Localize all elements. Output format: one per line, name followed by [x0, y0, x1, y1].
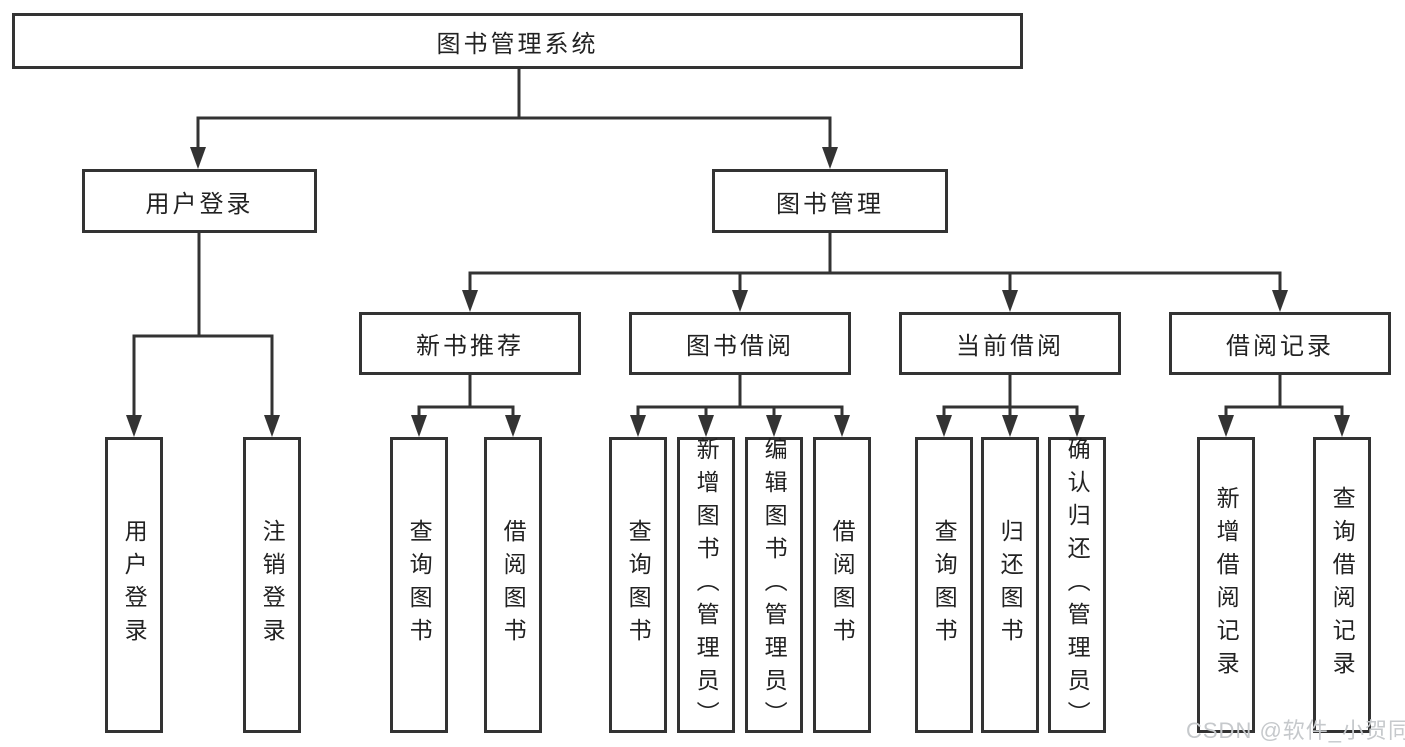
- node-current-borrow: 当前借阅: [899, 312, 1121, 375]
- leaf-edit-books-admin: 编辑图书（管理员）: [745, 436, 803, 734]
- node-user-login: 用户登录: [82, 169, 317, 233]
- node-label: 编辑图书（管理员）: [761, 436, 788, 734]
- arrowhead-icon: [1002, 415, 1018, 437]
- node-label: 图书管理: [776, 190, 884, 218]
- arrowhead-icon: [1334, 415, 1350, 437]
- arrowhead-icon: [1002, 290, 1018, 312]
- connector-line: [942, 373, 1079, 418]
- node-label: 用户登录: [145, 190, 254, 218]
- leaf-add-books-admin: 新增图书（管理员）: [677, 436, 735, 734]
- arrowhead-icon: [264, 415, 280, 437]
- node-label: 查询图书: [406, 519, 433, 651]
- arrowhead-icon: [936, 415, 952, 437]
- node-label: 注销登录: [259, 519, 286, 651]
- arrowhead-icon: [732, 290, 748, 312]
- node-root-library-management-system: 图书管理系统: [12, 13, 1023, 69]
- connector-line: [417, 373, 515, 418]
- connector-book-management-to-level3: [462, 231, 1288, 312]
- connector-new-book-recommend-to-leaves: [411, 373, 521, 437]
- arrowhead-icon: [630, 415, 646, 437]
- arrowhead-icon: [190, 147, 206, 169]
- connector-line: [636, 373, 844, 418]
- leaf-confirm-return-admin: 确认归还（管理员）: [1048, 436, 1106, 734]
- leaf-query-borrow-record: 查询借阅记录: [1313, 437, 1371, 733]
- arrowhead-icon: [1069, 415, 1085, 437]
- connector-user-login-to-leaves: [126, 231, 280, 437]
- arrowhead-icon: [698, 415, 714, 437]
- node-label: 借阅图书: [500, 519, 527, 651]
- connector-book-borrow-to-leaves: [630, 373, 850, 437]
- leaf-user-login: 用户登录: [105, 437, 163, 733]
- connector-line: [468, 231, 1282, 292]
- leaf-query-books-3: 查询图书: [915, 437, 973, 733]
- leaf-query-books-1: 查询图书: [390, 437, 448, 733]
- connector-line: [132, 231, 274, 417]
- arrowhead-icon: [462, 290, 478, 312]
- node-label: 查询图书: [625, 519, 652, 651]
- node-label: 新增借阅记录: [1213, 486, 1240, 684]
- node-label: 新增图书（管理员）: [693, 436, 720, 734]
- node-label: 确认归还（管理员）: [1064, 436, 1091, 734]
- arrowhead-icon: [411, 415, 427, 437]
- leaf-add-borrow-record: 新增借阅记录: [1197, 437, 1255, 733]
- arrowhead-icon: [1272, 290, 1288, 312]
- arrowhead-icon: [1218, 415, 1234, 437]
- arrowhead-icon: [822, 147, 838, 169]
- leaf-logout: 注销登录: [243, 437, 301, 733]
- node-label: 借阅记录: [1226, 333, 1334, 360]
- arrowhead-icon: [126, 415, 142, 437]
- leaf-borrow-books-2: 借阅图书: [813, 437, 871, 733]
- node-book-borrow: 图书借阅: [629, 312, 851, 375]
- leaf-borrow-books-1: 借阅图书: [484, 437, 542, 733]
- arrowhead-icon: [834, 415, 850, 437]
- connector-line: [196, 67, 832, 149]
- node-label: 归还图书: [997, 519, 1024, 651]
- node-book-management: 图书管理: [712, 169, 948, 233]
- node-new-book-recommend: 新书推荐: [359, 312, 581, 375]
- leaf-query-books-2: 查询图书: [609, 437, 667, 733]
- arrowhead-icon: [766, 415, 782, 437]
- node-label: 图书管理系统: [436, 30, 599, 58]
- connector-borrow-records-to-leaves: [1218, 373, 1350, 437]
- node-label: 当前借阅: [956, 333, 1064, 360]
- node-label: 新书推荐: [416, 333, 524, 360]
- leaf-return-books: 归还图书: [981, 437, 1039, 733]
- connector-root-to-level2: [190, 67, 838, 169]
- node-label: 用户登录: [121, 519, 148, 651]
- node-label: 借阅图书: [829, 519, 856, 651]
- node-label: 查询图书: [931, 519, 958, 651]
- arrowhead-icon: [505, 415, 521, 437]
- connector-current-borrow-to-leaves: [936, 373, 1085, 437]
- node-label: 图书借阅: [686, 333, 794, 360]
- node-label: 查询借阅记录: [1329, 486, 1356, 684]
- csdn-watermark: CSDN @软件_小贺同学: [1186, 718, 1405, 743]
- node-borrow-records: 借阅记录: [1169, 312, 1391, 375]
- connector-line: [1224, 373, 1344, 418]
